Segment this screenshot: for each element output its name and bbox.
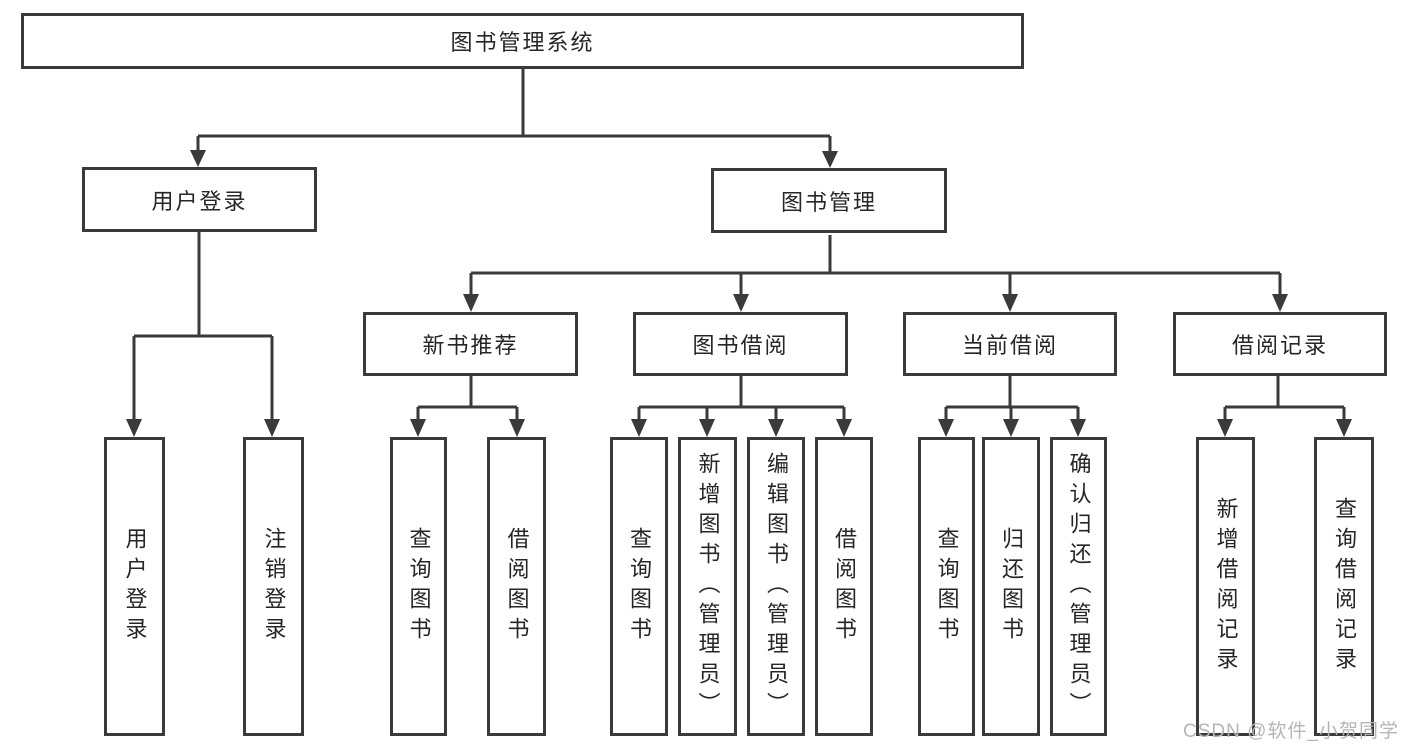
- node-user-login: 用户登录: [82, 167, 317, 232]
- node-label: 图书管理: [780, 189, 877, 215]
- node-label: 图书借阅: [692, 333, 789, 358]
- node-label: 确认归还（管理员）: [1066, 451, 1092, 722]
- node-label: 编辑图书（管理员）: [764, 451, 789, 722]
- node-label: 当前借阅: [961, 333, 1058, 358]
- leaf-return-books: 归还图书: [982, 437, 1040, 736]
- arrowheads: [126, 150, 1352, 437]
- node-label: 用户登录: [151, 188, 248, 214]
- leaf-add-borrow-record: 新增借阅记录: [1196, 437, 1255, 736]
- node-label: 新书推荐: [422, 333, 519, 358]
- node-label: 查询借阅记录: [1332, 496, 1357, 677]
- leaf-borrow-books-borrowing: 借阅图书: [815, 437, 873, 736]
- node-new-book-recommendation: 新书推荐: [363, 312, 578, 376]
- node-label: 借阅图书: [832, 526, 857, 647]
- leaf-borrow-books-recommend: 借阅图书: [487, 437, 546, 736]
- node-library-management-system: 图书管理系统: [21, 13, 1024, 69]
- leaf-query-borrow-record: 查询借阅记录: [1314, 437, 1374, 736]
- node-label: 新增借阅记录: [1213, 496, 1239, 677]
- leaf-user-login: 用户登录: [104, 437, 165, 736]
- node-label: 借阅记录: [1231, 333, 1328, 358]
- leaf-confirm-return-admin: 确认归还（管理员）: [1050, 437, 1107, 736]
- node-current-borrowing: 当前借阅: [903, 312, 1117, 376]
- node-label: 图书管理系统: [450, 30, 595, 55]
- node-label: 用户登录: [122, 526, 148, 647]
- leaf-logout-login: 注销登录: [243, 437, 304, 736]
- csdn-watermark: CSDN @软件_小贺同学: [1183, 721, 1399, 742]
- leaf-add-book-admin: 新增图书（管理员）: [678, 437, 737, 736]
- node-label: 借阅图书: [504, 526, 530, 647]
- node-book-management: 图书管理: [711, 168, 947, 233]
- node-label: 查询图书: [406, 526, 432, 647]
- leaf-edit-book-admin: 编辑图书（管理员）: [747, 437, 805, 736]
- leaf-query-books-current: 查询图书: [918, 437, 975, 736]
- node-book-borrowing: 图书借阅: [633, 312, 848, 376]
- leaf-query-books-borrowing: 查询图书: [610, 437, 668, 736]
- node-label: 查询图书: [627, 526, 652, 647]
- node-label: 新增图书（管理员）: [695, 451, 721, 722]
- node-label: 注销登录: [261, 526, 287, 647]
- node-label: 归还图书: [999, 526, 1024, 647]
- node-borrow-records: 借阅记录: [1173, 312, 1387, 376]
- node-label: 查询图书: [934, 526, 960, 647]
- leaf-query-books-recommend: 查询图书: [390, 437, 447, 736]
